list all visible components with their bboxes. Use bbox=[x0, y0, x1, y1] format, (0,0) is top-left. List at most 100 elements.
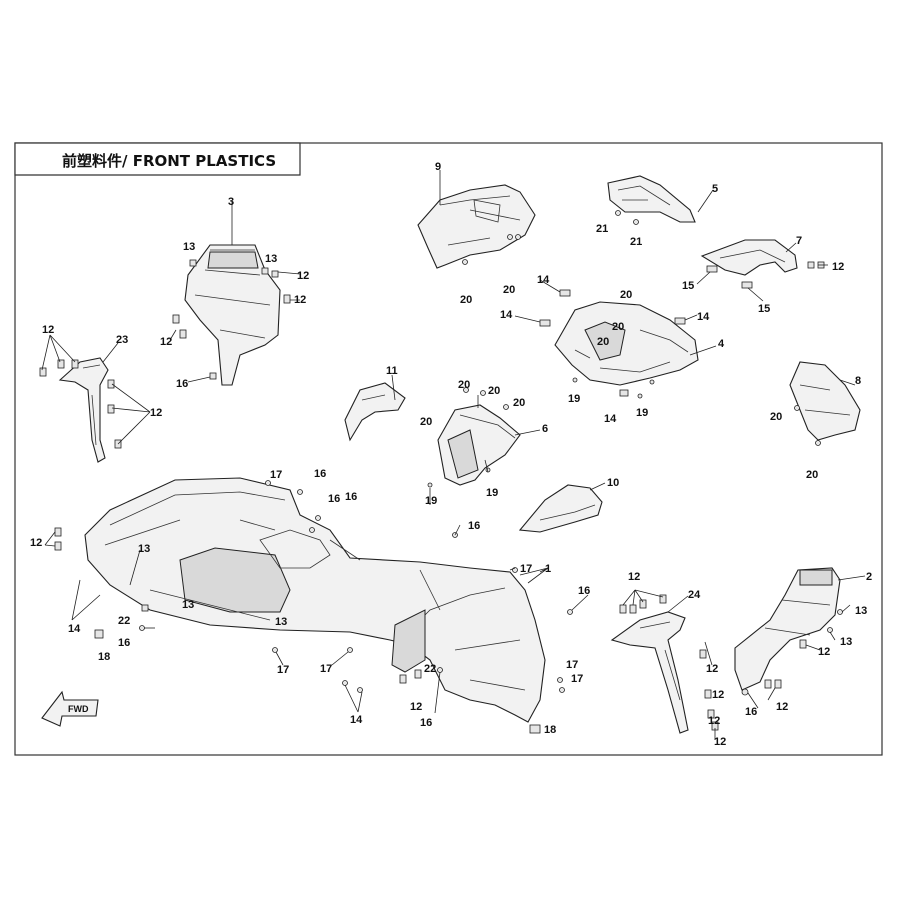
callout-24: 24 bbox=[688, 589, 701, 601]
callout-12o: 12 bbox=[818, 646, 830, 658]
callout-13f: 13 bbox=[855, 605, 867, 617]
part-9-fender-top bbox=[417, 184, 536, 269]
part-2-right-panel bbox=[734, 567, 841, 691]
callout-14c: 14 bbox=[697, 311, 710, 323]
fwd-label: FWD bbox=[68, 704, 89, 714]
callout-10: 10 bbox=[607, 477, 619, 489]
callout-12c: 12 bbox=[160, 336, 172, 348]
callout-12f: 12 bbox=[832, 261, 844, 273]
callout-18b: 18 bbox=[544, 724, 556, 736]
callout-5: 5 bbox=[712, 183, 718, 195]
fasteners bbox=[39, 210, 843, 734]
callout-20i: 20 bbox=[488, 385, 500, 397]
callout-12n: 12 bbox=[776, 701, 788, 713]
callout-6: 6 bbox=[542, 423, 548, 435]
callout-14e: 14 bbox=[68, 623, 81, 635]
callout-12e: 12 bbox=[150, 407, 162, 419]
callout-21a: 21 bbox=[596, 223, 608, 235]
callout-11: 11 bbox=[386, 365, 398, 377]
part-3-left-panel bbox=[184, 244, 281, 386]
callout-20a: 20 bbox=[460, 294, 472, 306]
callout-15b: 15 bbox=[758, 303, 770, 315]
callout-22a: 22 bbox=[118, 615, 130, 627]
callout-2: 2 bbox=[866, 571, 872, 583]
callout-1: 1 bbox=[545, 563, 551, 575]
fwd-arrow: FWD bbox=[41, 690, 99, 727]
callout-15a: 15 bbox=[682, 280, 694, 292]
callout-18a: 18 bbox=[98, 651, 110, 663]
callout-13g: 13 bbox=[840, 636, 852, 648]
callout-16e: 16 bbox=[468, 520, 480, 532]
callout-13d: 13 bbox=[182, 599, 194, 611]
callout-14f: 14 bbox=[350, 714, 363, 726]
part-6-grille bbox=[437, 404, 521, 486]
callout-19c: 19 bbox=[425, 495, 437, 507]
callout-12g: 12 bbox=[30, 537, 42, 549]
diagram-title: 前塑料件/ FRONT PLASTICS bbox=[62, 152, 276, 170]
part-24-fender-trim bbox=[610, 611, 689, 734]
callout-20e: 20 bbox=[597, 336, 609, 348]
callout-19d: 19 bbox=[486, 487, 498, 499]
callout-20g: 20 bbox=[806, 469, 818, 481]
callout-7: 7 bbox=[796, 235, 802, 247]
part-5-bracket bbox=[607, 175, 696, 223]
callout-20j: 20 bbox=[513, 397, 525, 409]
callout-14d: 14 bbox=[604, 413, 617, 425]
callout-20b: 20 bbox=[503, 284, 515, 296]
part-4-headlight-housing bbox=[554, 301, 699, 386]
callout-16f: 16 bbox=[578, 585, 590, 597]
callout-16d: 16 bbox=[345, 491, 357, 503]
callout-12m: 12 bbox=[714, 736, 726, 748]
callout-16c: 16 bbox=[328, 493, 340, 505]
callout-12d: 12 bbox=[42, 324, 54, 336]
callout-17f: 17 bbox=[571, 673, 583, 685]
callout-labels: 1 2 3 4 5 6 7 8 9 10 11 23 24 13 13 12 1… bbox=[30, 161, 872, 748]
callout-16h: 16 bbox=[420, 717, 432, 729]
callout-20d: 20 bbox=[612, 321, 624, 333]
diagram-frame bbox=[14, 142, 883, 756]
callout-13e: 13 bbox=[275, 616, 287, 628]
callout-12b: 12 bbox=[294, 294, 306, 306]
title-box bbox=[14, 142, 301, 176]
callout-8: 8 bbox=[855, 375, 861, 387]
callout-20c: 20 bbox=[620, 289, 632, 301]
callout-4: 4 bbox=[718, 338, 725, 350]
callout-12j: 12 bbox=[706, 663, 718, 675]
leader-lines bbox=[41, 170, 866, 740]
callout-22b: 22 bbox=[424, 663, 436, 675]
callout-20f: 20 bbox=[770, 411, 782, 423]
callout-17e: 17 bbox=[566, 659, 578, 671]
callout-13b: 13 bbox=[265, 253, 277, 265]
callout-19b: 19 bbox=[636, 407, 648, 419]
callout-3: 3 bbox=[228, 196, 234, 208]
callout-16a: 16 bbox=[176, 378, 188, 390]
callout-14a: 14 bbox=[537, 274, 550, 286]
callout-16i: 16 bbox=[745, 706, 757, 718]
part-1-front-body bbox=[84, 477, 546, 723]
callout-13a: 13 bbox=[183, 241, 195, 253]
callout-12h: 12 bbox=[410, 701, 422, 713]
part-11-bracket bbox=[344, 382, 406, 442]
callout-9: 9 bbox=[435, 161, 441, 173]
callout-21b: 21 bbox=[630, 236, 642, 248]
callout-16g: 16 bbox=[118, 637, 130, 649]
callout-20k: 20 bbox=[420, 416, 432, 428]
callout-14b: 14 bbox=[500, 309, 513, 321]
callout-17d: 17 bbox=[320, 663, 332, 675]
callout-17b: 17 bbox=[520, 563, 532, 575]
callout-20h: 20 bbox=[458, 379, 470, 391]
part-10-cover bbox=[518, 484, 603, 533]
callout-19a: 19 bbox=[568, 393, 580, 405]
callout-12a: 12 bbox=[297, 270, 309, 282]
callout-12i: 12 bbox=[628, 571, 640, 583]
part-7-cover bbox=[700, 239, 798, 276]
part-8-side-panel bbox=[789, 361, 861, 441]
part-23-side-trim bbox=[58, 357, 109, 463]
callout-23: 23 bbox=[116, 334, 128, 346]
callout-16b: 16 bbox=[314, 468, 326, 480]
callout-12k: 12 bbox=[712, 689, 724, 701]
callout-17c: 17 bbox=[277, 664, 289, 676]
callout-17a: 17 bbox=[270, 469, 282, 481]
callout-12l: 12 bbox=[708, 715, 720, 727]
